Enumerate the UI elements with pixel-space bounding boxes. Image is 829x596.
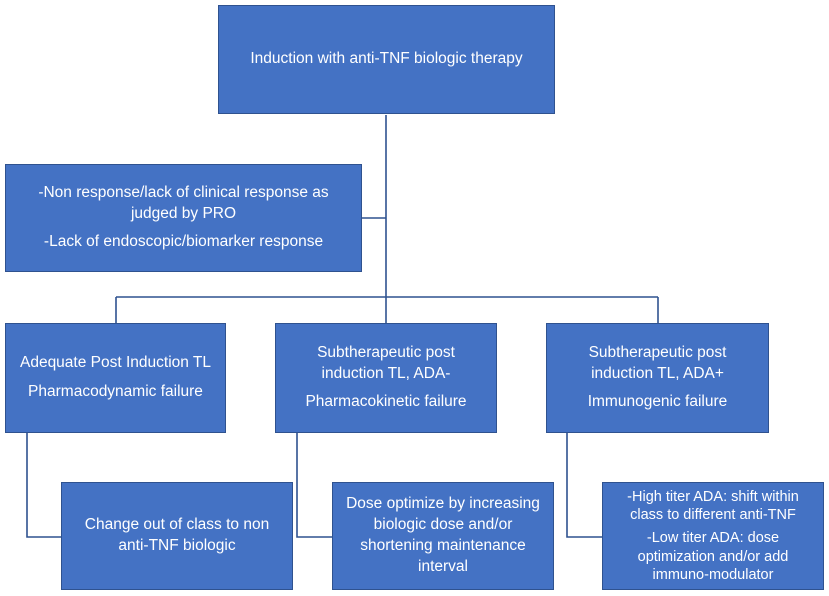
branch-line-3: Immunogenic failure [587,393,728,411]
action-line-5: immuno-modulator [652,566,774,583]
criteria-line-2: judged by PRO [130,204,237,222]
action-line-3: -Low titer ADA: dose [646,530,780,547]
action-box-change-class: Change out of class to non anti-TNF biol… [61,482,293,590]
branch-box-pharmacokinetic: Subtherapeutic post induction TL, ADA- P… [275,323,497,433]
branch-line-2: Pharmacodynamic failure [28,383,203,400]
branch-line-1: Subtherapeutic post [588,343,727,361]
branch-line-1: Adequate Post Induction TL [19,354,212,372]
branch-box-pharmacodynamic: Adequate Post Induction TL Pharmacodynam… [5,323,226,433]
branch-line-2: induction TL, ADA- [321,364,451,382]
action-box-ada-titer: -High titer ADA: shift within class to d… [602,482,824,590]
action-line-2: biologic dose and/or [373,516,513,534]
action-line-3: shortening maintenance [360,537,526,554]
branch-line-2: induction TL, ADA+ [591,364,724,382]
action-line-1: -High titer ADA: shift within [627,489,799,506]
criteria-box: -Non response/lack of clinical response … [5,164,362,272]
criteria-line-3: -Lack of endoscopic/biomarker response [43,233,324,251]
branch-line-3: Pharmacokinetic failure [305,393,467,411]
action-line-1: Change out of class to non [84,516,270,534]
action-line-2: class to different anti-TNF [630,507,796,524]
action-line-2: anti-TNF biologic [118,537,236,554]
branch-box-immunogenic: Subtherapeutic post induction TL, ADA+ I… [546,323,769,433]
action-line-1: Dose optimize by increasing [346,495,540,513]
action-line-4: interval [418,557,468,575]
criteria-line-1: -Non response/lack of clinical response … [38,183,329,201]
root-box: Induction with anti-TNF biologic therapy [218,5,555,114]
action-line-4: optimization and/or add [637,548,789,565]
root-label: Induction with anti-TNF biologic therapy [250,50,523,68]
branch-line-1: Subtherapeutic post [317,343,455,361]
action-box-dose-optimize: Dose optimize by increasing biologic dos… [332,482,554,590]
